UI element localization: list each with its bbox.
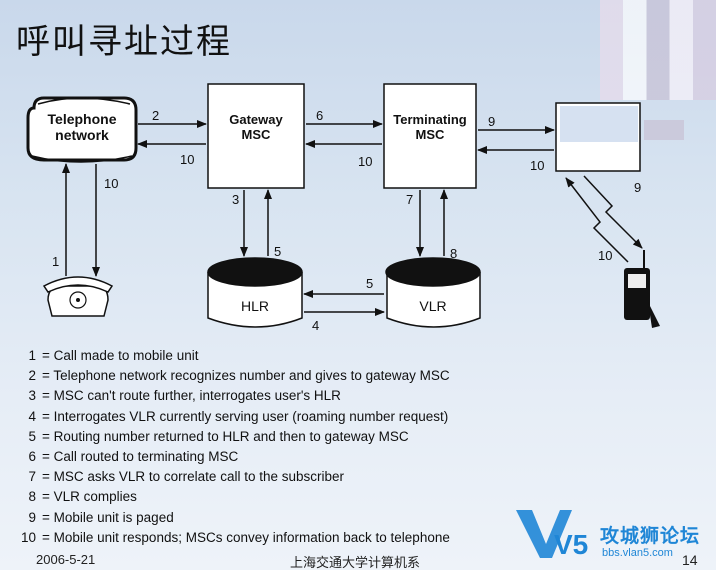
- label-7: 7: [406, 192, 413, 207]
- legend-item: 9 = Mobile unit is paged: [18, 508, 450, 528]
- label-6: 6: [316, 108, 323, 123]
- legend-step-text: = Mobile unit is paged: [42, 509, 174, 525]
- label-5-a: 5: [274, 244, 281, 259]
- legend-step-number: 1: [28, 348, 36, 363]
- footer-organization: 上海交通大学计算机系: [290, 556, 421, 570]
- label-10-c: 10: [358, 154, 372, 169]
- legend-step-number: 3: [28, 388, 36, 404]
- pixelated-overlay-top-right: [600, 0, 716, 100]
- legend-step-number: 2: [28, 368, 36, 384]
- watermark-url: bbs.vlan5.com: [602, 547, 673, 559]
- watermark-logo-mark: V5: [554, 529, 588, 560]
- radio-link-9: [583, 175, 643, 249]
- legend-step-text: = Interrogates VLR currently serving use…: [42, 408, 449, 424]
- label-9-a: 9: [488, 114, 495, 129]
- legend-item: 2 = Telephone network recognizes number a…: [18, 366, 450, 386]
- watermark-name: 攻城狮论坛: [600, 525, 701, 547]
- legend-step-number: 7: [28, 469, 36, 485]
- legend-item: 1 = Call made to mobile unit: [18, 346, 450, 366]
- hlr-label: HLR: [241, 298, 269, 314]
- legend-step-text: = MSC can't route further, interrogates …: [42, 388, 341, 404]
- legend-step-text: = Call routed to terminating MSC: [42, 449, 239, 465]
- legend-item: 10 = Mobile unit responds; MSCs convey in…: [18, 528, 450, 548]
- legend-step-number: 5: [28, 428, 36, 444]
- label-9-b: 9: [634, 180, 641, 195]
- hlr-database-node: HLR: [207, 257, 303, 328]
- legend-item: 7 = MSC asks VLR to correlate call to the…: [18, 467, 450, 487]
- mobile-phone-icon: [624, 250, 660, 328]
- legend-step-text: = MSC asks VLR to correlate call to the …: [42, 469, 344, 485]
- legend-item: 8 = VLR complies: [18, 487, 450, 507]
- label-5-b: 5: [366, 276, 373, 291]
- label-10-e: 10: [598, 248, 612, 263]
- telephone-handset-icon: [42, 276, 114, 317]
- legend-step-number: 9: [28, 509, 36, 525]
- label-2: 2: [152, 108, 159, 123]
- legend-step-text: = Routing number returned to HLR and the…: [42, 428, 409, 444]
- legend-step-text: = Mobile unit responds; MSCs convey info…: [42, 529, 450, 545]
- legend-step-text: = Call made to mobile unit: [42, 348, 199, 363]
- legend-step-number: 4: [28, 408, 36, 424]
- label-4: 4: [312, 318, 319, 333]
- radio-link-10: [565, 177, 629, 263]
- vlr-database-node: VLR: [385, 257, 481, 328]
- legend-item: 5 = Routing number returned to HLR and th…: [18, 427, 450, 447]
- legend-item: 3 = MSC can't route further, interrogates…: [18, 386, 450, 406]
- legend-item: 6 = Call routed to terminating MSC: [18, 447, 450, 467]
- legend-step-text: = Telephone network recognizes number an…: [42, 368, 450, 384]
- slide-title: 呼叫寻址过程: [16, 22, 232, 62]
- legend-step-number: 10: [20, 529, 36, 545]
- legend-step-number: 6: [28, 449, 36, 465]
- label-10-a: 10: [180, 152, 194, 167]
- footer-date: 2006-5-21: [36, 552, 96, 567]
- legend-step-text: = VLR complies: [42, 489, 137, 505]
- label-10-d: 10: [530, 158, 544, 173]
- legend-item: 4 = Interrogates VLR currently serving us…: [18, 407, 450, 427]
- step-legend: 1 = Call made to mobile unit 2 = Telephone …: [18, 346, 450, 548]
- label-8: 8: [450, 246, 457, 261]
- page-number: 14: [682, 552, 698, 568]
- label-3: 3: [232, 192, 239, 207]
- watermark-logo-icon: V5: [516, 510, 588, 560]
- base-station-node: [555, 102, 684, 172]
- label-1: 1: [52, 254, 59, 269]
- legend-step-number: 8: [28, 489, 36, 505]
- vlr-label: VLR: [419, 298, 446, 314]
- label-10-b: 10: [104, 176, 118, 191]
